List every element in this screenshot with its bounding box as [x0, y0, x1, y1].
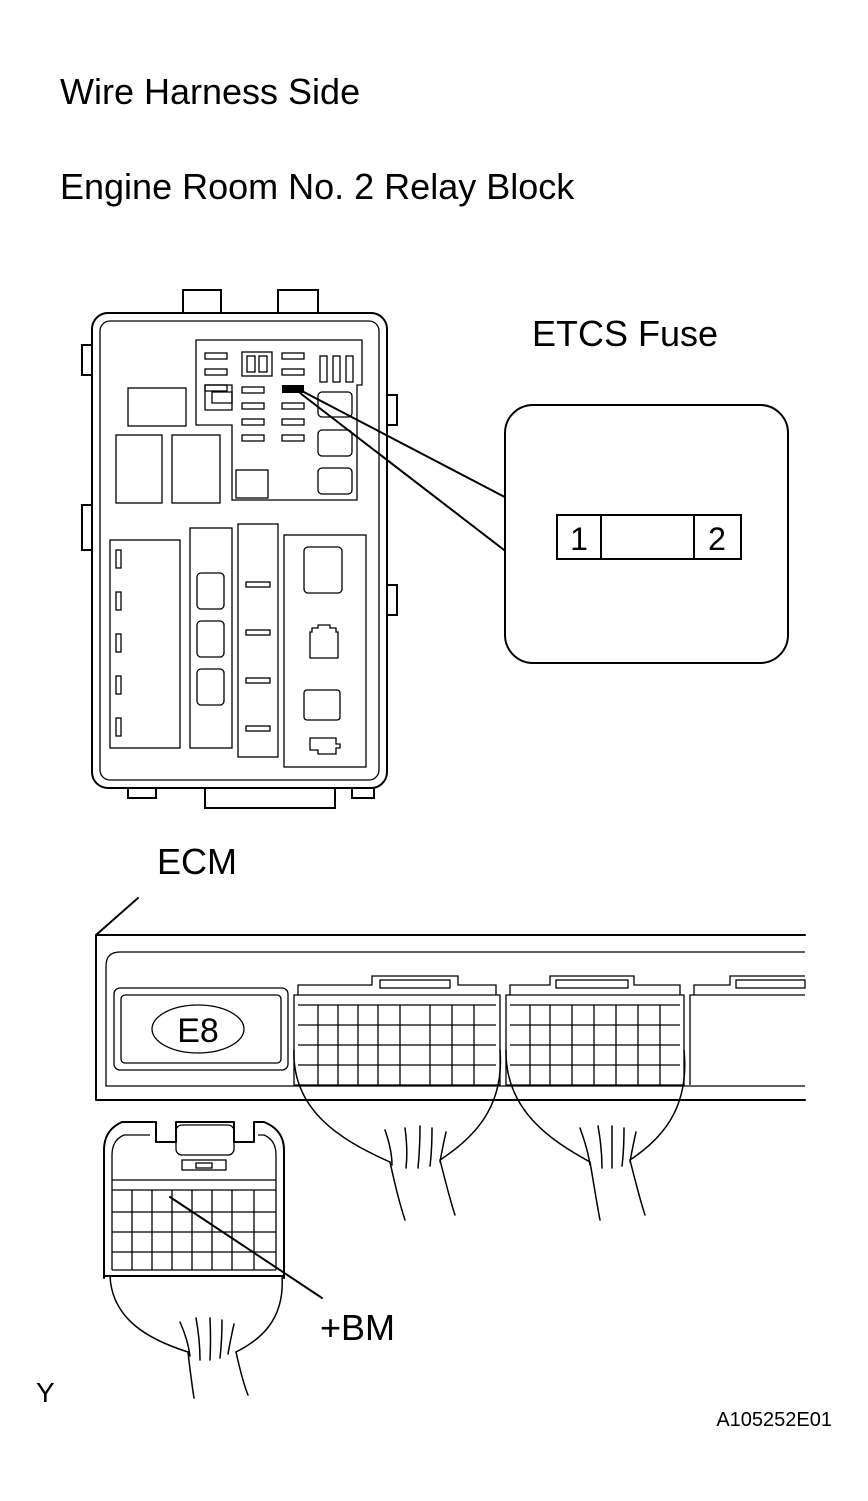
- heading-relay-block: Engine Room No. 2 Relay Block: [60, 166, 575, 207]
- fuse-callout-line-lower: [299, 392, 509, 554]
- heading-wire-harness-side: Wire Harness Side: [60, 71, 360, 112]
- etcs-fuse-position-marker: [282, 385, 304, 393]
- ecm-label: ECM: [157, 841, 237, 882]
- fuse-terminal-connector: [556, 514, 742, 560]
- harness-3: [109, 1275, 283, 1399]
- relay-block: [81, 289, 398, 809]
- ecm-connector-id: E8: [177, 1012, 219, 1050]
- fuse-terminal-2: 2: [708, 521, 726, 557]
- harness-2: [505, 1049, 686, 1221]
- harness-1: [293, 1049, 502, 1221]
- fuse-callout-line-upper: [299, 389, 521, 506]
- harness-connector-e8: [103, 1121, 285, 1279]
- bm-pointer-line: [169, 1196, 323, 1299]
- corner-mark: Y: [36, 1377, 55, 1408]
- bm-pin-label: +BM: [320, 1307, 395, 1348]
- ecm-unit: [95, 897, 806, 1101]
- fuse-terminal-1: 1: [570, 521, 588, 557]
- etcs-fuse-label: ETCS Fuse: [532, 313, 718, 354]
- figure-code: A105252E01: [716, 1409, 832, 1431]
